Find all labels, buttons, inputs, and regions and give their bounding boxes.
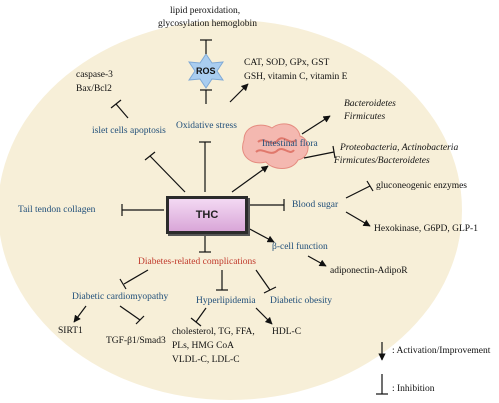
edge-flora-bacteroidetes xyxy=(301,115,331,135)
edge-bs-gluco xyxy=(345,185,371,199)
ros-label: ROS xyxy=(196,66,216,76)
edge-oxidative-antiox xyxy=(229,83,249,103)
edge-cardio-sirt1 xyxy=(73,305,87,323)
ros-star-icon xyxy=(188,53,224,89)
lipids-line1: cholesterol, TG, FFA, xyxy=(172,327,255,337)
gluconeogenic-text: gluconeogenic enzymes xyxy=(376,181,468,191)
lipids-line3: VLDL-C, LDL-C xyxy=(172,355,240,365)
edge-comp-obesity xyxy=(255,269,271,291)
caspase-text: caspase-3 xyxy=(76,70,113,80)
bacteroidetes-text: Bacteroidetes xyxy=(344,99,396,109)
edge-comp-cardio-bar xyxy=(119,278,127,290)
lipid-peroxidation-text: lipid peroxidation, xyxy=(170,6,241,16)
islet-apoptosis-node: islet cells apoptosis xyxy=(92,126,166,136)
tgf-text: TGF-β1/Smad3 xyxy=(106,336,166,346)
edge-bs-gluco-bar xyxy=(366,180,374,192)
glycosylation-hemoglobin-text: glycosylation hemoglobin xyxy=(158,19,257,29)
firmicutes-text: Firmicutes xyxy=(344,112,386,122)
tail-tendon-node: Tail tendon collagen xyxy=(18,205,96,215)
hdl-text: HDL-C xyxy=(272,327,302,337)
beta-cell-node: β-cell function xyxy=(272,242,328,252)
edge-thc-flora xyxy=(231,165,269,193)
intestinal-flora-node: Intestinal flora xyxy=(262,139,318,149)
intestine-icon xyxy=(242,123,309,169)
cardiomyopathy-node: Diabetic cardiomyopathy xyxy=(72,292,169,302)
firm-bact-ratio-text: Firmicutes/Bacteroidetes xyxy=(334,156,430,166)
obesity-node: Diabetic obesity xyxy=(270,296,332,306)
proteobacteria-text: Proteobacteria, Actinobacteria xyxy=(340,143,459,153)
sirt1-text: SIRT1 xyxy=(58,326,83,336)
edge-cardio-tgf-bar xyxy=(135,315,145,325)
legend-activation-label: : Activation/Improvement xyxy=(392,346,491,356)
edges xyxy=(73,39,388,395)
edge-flora-proteo-bar xyxy=(332,145,336,159)
hexokinase-text: Hexokinase, G6PD, GLP-1 xyxy=(374,224,478,234)
antioxidants-line1: CAT, SOD, GPx, GST xyxy=(244,58,330,68)
edge-comp-obesity-bar xyxy=(263,286,277,294)
hyperlipidemia-node: Hyperlipidemia xyxy=(196,296,256,306)
bax-bcl2-text: Bax/Bcl2 xyxy=(76,84,112,94)
edge-thc-islet xyxy=(149,155,186,193)
legend-inhibition-label: : Inhibition xyxy=(392,384,435,394)
blood-sugar-node: Blood sugar xyxy=(292,200,339,210)
antioxidants-line2: GSH, vitamin C, vitamin E xyxy=(244,72,348,82)
edge-bs-hexo xyxy=(345,211,371,227)
edge-islet-caspase xyxy=(115,103,129,119)
edge-hyper-chol-bar xyxy=(190,317,202,327)
edge-flora-proteo xyxy=(303,151,335,159)
adiponectin-text: adiponectin-AdipoR xyxy=(330,266,408,276)
thc-label: THC xyxy=(195,209,219,221)
edge-beta-adipo xyxy=(307,255,327,267)
edge-thc-islet-bar xyxy=(144,151,156,161)
oxidative-stress-node: Oxidative stress xyxy=(176,121,237,131)
thc-node: THC xyxy=(166,196,248,234)
edge-hyper-chol xyxy=(195,307,207,323)
lipids-line2: PLs, HMG CoA xyxy=(172,341,235,351)
diabetes-complications-node: Diabetes-related complications xyxy=(138,257,256,267)
edge-islet-caspase-bar xyxy=(110,99,122,109)
edge-comp-cardio xyxy=(123,269,149,285)
edge-cardio-tgf xyxy=(119,305,141,321)
edge-hyper-hdl xyxy=(255,307,273,325)
edge-thc-beta xyxy=(243,225,275,243)
